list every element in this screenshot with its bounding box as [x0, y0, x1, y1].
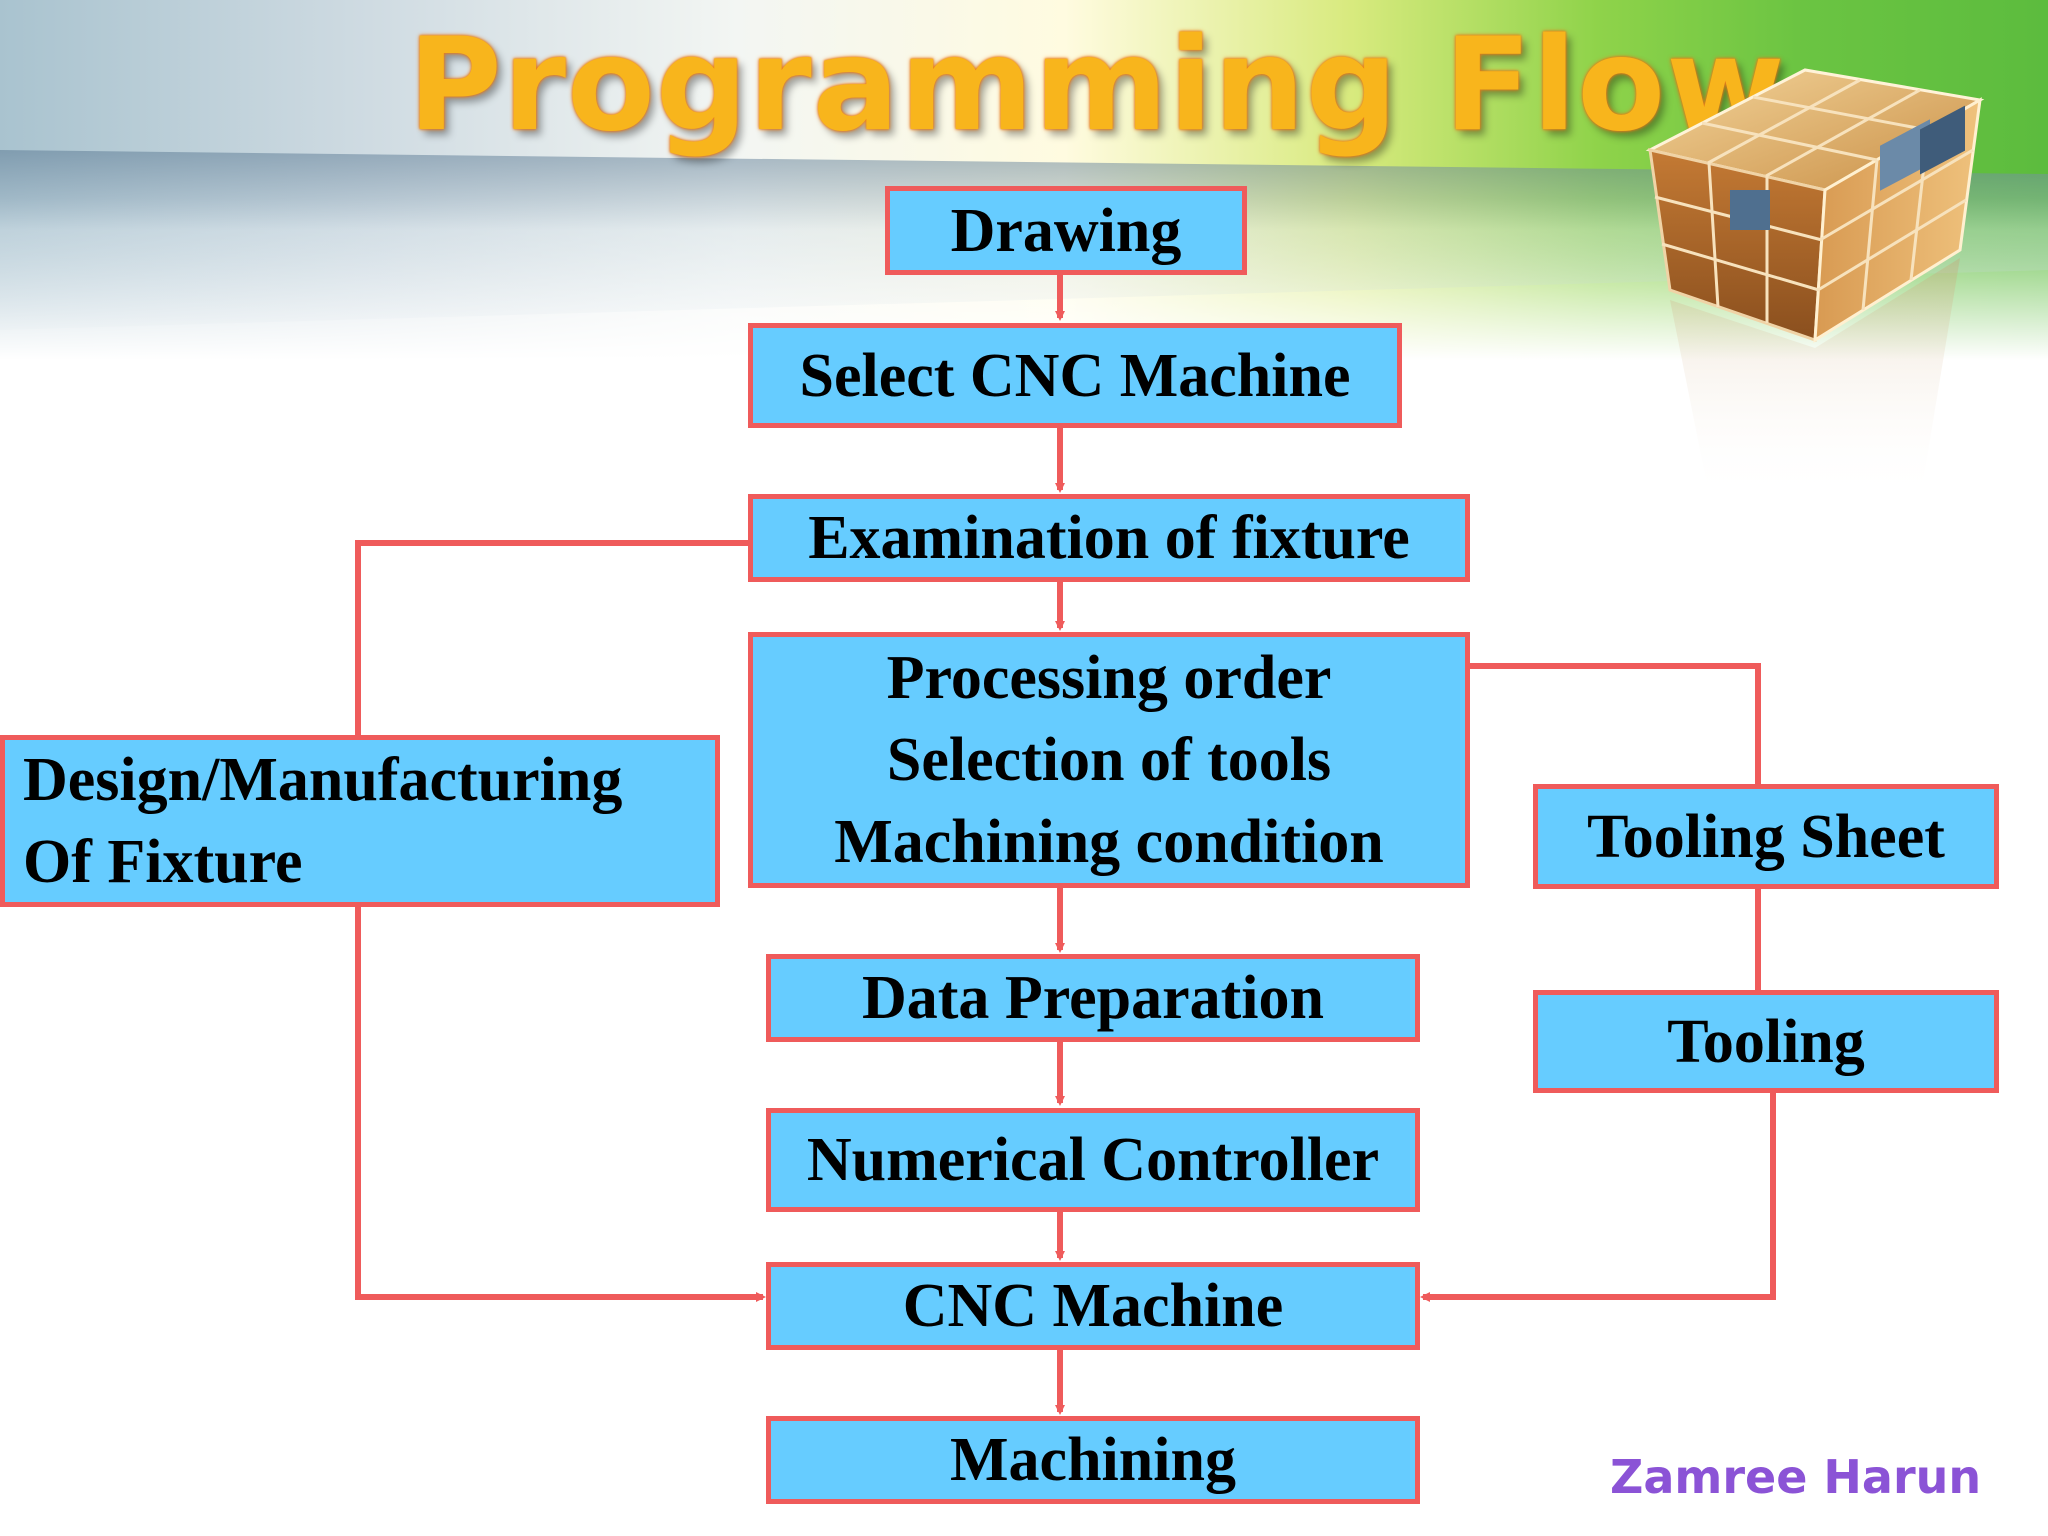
node-tooling-sheet: Tooling Sheet [1533, 784, 1999, 889]
author-credit: Zamree Harun [1610, 1450, 1982, 1504]
node-machining-label: Machining [950, 1426, 1236, 1494]
node-data-preparation-label: Data Preparation [861, 964, 1325, 1032]
node-numerical-controller-label: Numerical Controller [806, 1126, 1380, 1194]
node-design-fixture-line-1: Design/Manufacturing [23, 746, 623, 814]
node-processing: Processing order Selection of tools Mach… [748, 632, 1470, 888]
connector-fixture-to-cnc [355, 902, 766, 1302]
node-examination-of-fixture: Examination of fixture [748, 494, 1470, 582]
node-processing-line-2: Selection of tools [886, 726, 1332, 794]
slide-title: Programming Flow [408, 11, 1786, 160]
connector-processing-to-tooling-sheet [1468, 663, 1761, 784]
node-tooling-sheet-label: Tooling Sheet [1587, 802, 1945, 871]
node-data-preparation: Data Preparation [766, 954, 1420, 1042]
connector-tooling-to-cnc [1420, 1093, 1776, 1302]
node-drawing: Drawing [885, 186, 1247, 275]
rubik-cube-logo [1645, 68, 1985, 500]
node-cnc-machine-label: CNC Machine [902, 1272, 1284, 1340]
node-machining: Machining [766, 1416, 1420, 1504]
node-design-fixture-line-2: Of Fixture [23, 828, 303, 896]
node-drawing-label: Drawing [950, 196, 1182, 265]
node-processing-line-1: Processing order [886, 644, 1332, 712]
node-numerical-controller: Numerical Controller [766, 1108, 1420, 1212]
connector-examination-to-fixture [355, 540, 750, 735]
node-cnc-machine: CNC Machine [766, 1262, 1420, 1350]
node-design-manufacturing-fixture: Design/Manufacturing Of Fixture [0, 735, 720, 907]
node-tooling: Tooling [1533, 990, 1999, 1093]
node-select-cnc-machine: Select CNC Machine [748, 323, 1402, 428]
node-select-cnc-machine-label: Select CNC Machine [799, 341, 1351, 410]
node-tooling-label: Tooling [1667, 1007, 1865, 1076]
node-processing-line-3: Machining condition [834, 808, 1384, 876]
node-examination-of-fixture-label: Examination of fixture [808, 504, 1410, 572]
